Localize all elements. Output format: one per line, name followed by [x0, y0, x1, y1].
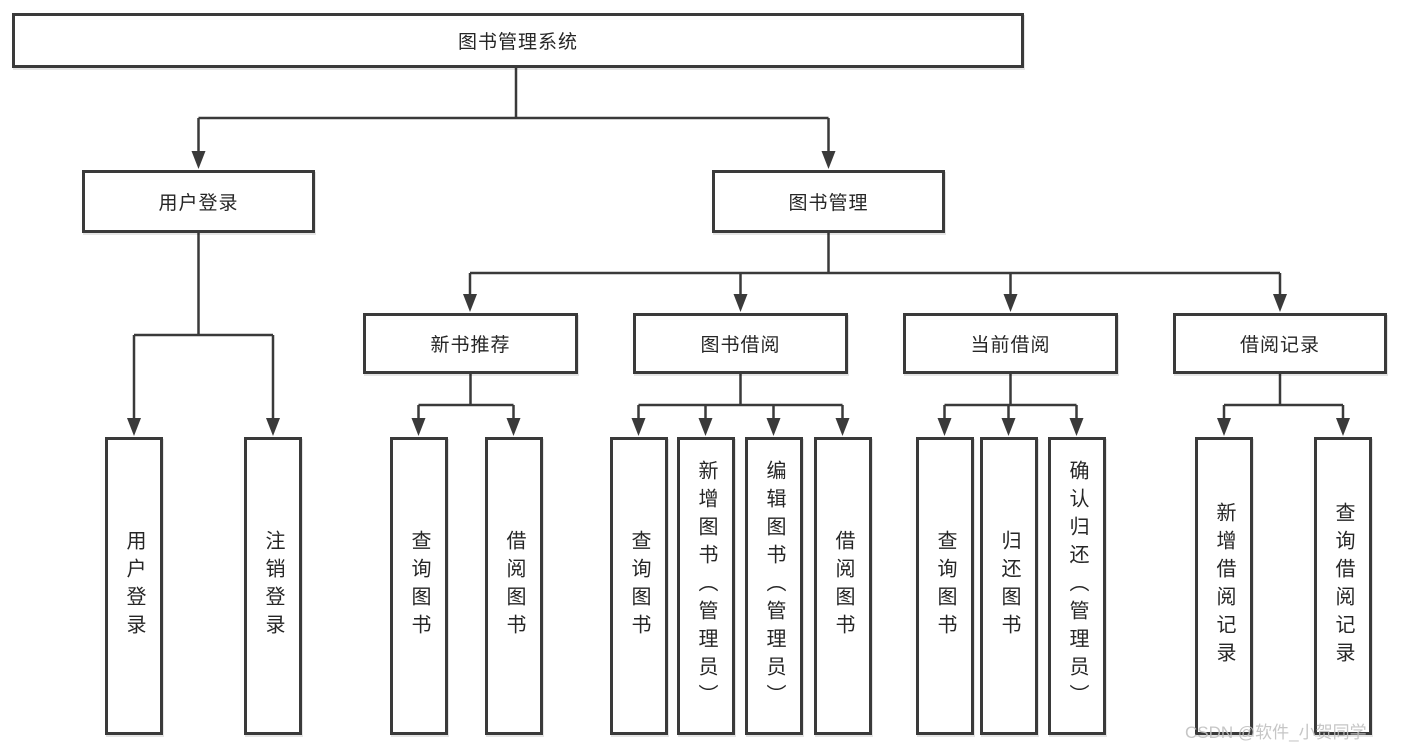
leaf-add-borrow-record-label: 新增借阅记录 [1213, 502, 1235, 670]
node-borrow-records: 借阅记录 [1173, 313, 1387, 374]
leaf-user-login-label: 用户登录 [123, 530, 145, 642]
leaf-logout-login: 注销登录 [244, 437, 302, 735]
connector-root-to-level2 [191, 68, 836, 169]
node-book-borrow: 图书借阅 [633, 313, 848, 374]
leaf-query-books-newbook: 查询图书 [390, 437, 448, 735]
connector-bookborrow-to-leaves [631, 374, 850, 436]
node-user-login-label: 用户登录 [158, 193, 239, 214]
node-new-book-recommend-label: 新书推荐 [430, 335, 511, 356]
leaf-query-borrow-record-label: 查询借阅记录 [1332, 502, 1354, 670]
connector-currentborrow-to-leaves [937, 374, 1084, 436]
leaf-borrow-books-newbook: 借阅图书 [485, 437, 543, 735]
leaf-query-books-borrow: 查询图书 [610, 437, 668, 735]
node-new-book-recommend: 新书推荐 [363, 313, 578, 374]
connector-newbook-to-leaves [411, 374, 521, 436]
connector-userlogin-to-leaves [127, 233, 280, 436]
leaf-edit-books-admin-label: 编辑图书（管理员） [763, 460, 785, 712]
leaf-borrow-books-newbook-label: 借阅图书 [503, 530, 525, 642]
leaf-confirm-return-admin-label: 确认归还（管理员） [1066, 460, 1088, 712]
leaf-confirm-return-admin: 确认归还（管理员） [1048, 437, 1106, 735]
node-book-management-label: 图书管理 [788, 193, 869, 214]
leaf-query-books-borrow-label: 查询图书 [628, 530, 650, 642]
node-borrow-records-label: 借阅记录 [1239, 335, 1320, 356]
leaf-add-books-admin: 新增图书（管理员） [677, 437, 735, 735]
leaf-query-books-current-label: 查询图书 [934, 530, 956, 642]
watermark: CSDN @软件_小贺同学 [1185, 723, 1367, 742]
leaf-query-books-newbook-label: 查询图书 [408, 530, 430, 642]
node-book-borrow-label: 图书借阅 [700, 335, 781, 356]
node-root-system: 图书管理系统 [12, 13, 1024, 68]
leaf-query-borrow-record: 查询借阅记录 [1314, 437, 1372, 735]
node-current-borrow-label: 当前借阅 [970, 335, 1051, 356]
leaf-return-books: 归还图书 [980, 437, 1038, 735]
node-current-borrow: 当前借阅 [903, 313, 1118, 374]
node-user-login: 用户登录 [82, 170, 315, 233]
leaf-logout-login-label: 注销登录 [262, 530, 284, 642]
node-book-management: 图书管理 [712, 170, 945, 233]
leaf-add-borrow-record: 新增借阅记录 [1195, 437, 1253, 735]
connector-bookmgmt-to-level3 [463, 233, 1287, 312]
leaf-edit-books-admin: 编辑图书（管理员） [745, 437, 803, 735]
leaf-borrow-books: 借阅图书 [814, 437, 872, 735]
leaf-add-books-admin-label: 新增图书（管理员） [695, 460, 717, 712]
leaf-borrow-books-label: 借阅图书 [832, 530, 854, 642]
leaf-user-login: 用户登录 [105, 437, 163, 735]
leaf-query-books-current: 查询图书 [916, 437, 974, 735]
node-root-label: 图书管理系统 [457, 32, 578, 53]
leaf-return-books-label: 归还图书 [998, 530, 1020, 642]
connector-borrowrecords-to-leaves [1217, 374, 1350, 436]
